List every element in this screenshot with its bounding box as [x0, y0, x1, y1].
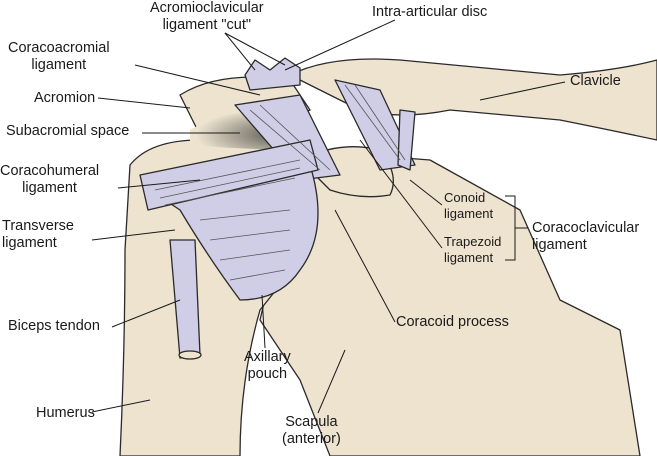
label-transverse-ligament: Transverse ligament — [2, 218, 74, 252]
label-line: Transverse — [2, 218, 74, 234]
label-line: ligament — [444, 206, 494, 221]
label-acromion: Acromion — [34, 90, 96, 106]
label-line: Trapezoid — [444, 234, 502, 249]
label-line: ligament — [22, 180, 77, 196]
label-coracoid-process: Coracoid process — [396, 314, 509, 330]
label-acromioclavicular-ligament: Acromioclavicular ligament "cut" — [150, 0, 264, 34]
clavicle-bone — [289, 58, 657, 141]
label-humerus: Humerus — [36, 405, 95, 421]
label-scapula: Scapula (anterior) — [282, 414, 341, 448]
label-subacromial-space: Subacromial space — [6, 123, 130, 139]
label-line: Acromioclavicular — [150, 0, 264, 16]
label-line: pouch — [247, 366, 288, 382]
label-line: ligament — [31, 57, 87, 73]
label-trapezoid-ligament: Trapezoid ligament — [444, 234, 501, 266]
trapezoid-ligament-shape — [334, 79, 416, 171]
label-line: Conoid — [444, 190, 486, 205]
label-coracoacromial-ligament: Coracoacromial ligament — [8, 40, 110, 74]
label-coracohumeral-ligament: Coracohumeral ligament — [0, 163, 99, 197]
label-axillary-pouch: Axillary pouch — [244, 349, 291, 383]
label-line: Coracoclavicular — [532, 220, 640, 236]
scapula-bone — [259, 149, 641, 456]
label-conoid-ligament: Conoid ligament — [444, 190, 493, 222]
label-biceps-tendon: Biceps tendon — [8, 318, 100, 334]
ac-ligament-cut — [244, 57, 301, 91]
label-line: Axillary — [244, 349, 291, 365]
label-intra-articular-disc: Intra-articular disc — [372, 4, 488, 20]
label-line: ligament "cut" — [162, 17, 252, 33]
label-line: ligament — [444, 250, 494, 265]
label-line: Scapula — [285, 414, 338, 430]
label-line: (anterior) — [282, 431, 341, 447]
label-clavicle: Clavicle — [570, 73, 621, 89]
label-line: Coracohumeral — [0, 163, 100, 179]
label-line: Coracoacromial — [8, 40, 110, 56]
label-line: ligament — [2, 235, 57, 251]
conoid-ligament-shape — [397, 109, 416, 171]
label-line: ligament — [532, 237, 587, 253]
label-coracoclavicular-ligament: Coracoclavicular ligament — [532, 220, 639, 254]
